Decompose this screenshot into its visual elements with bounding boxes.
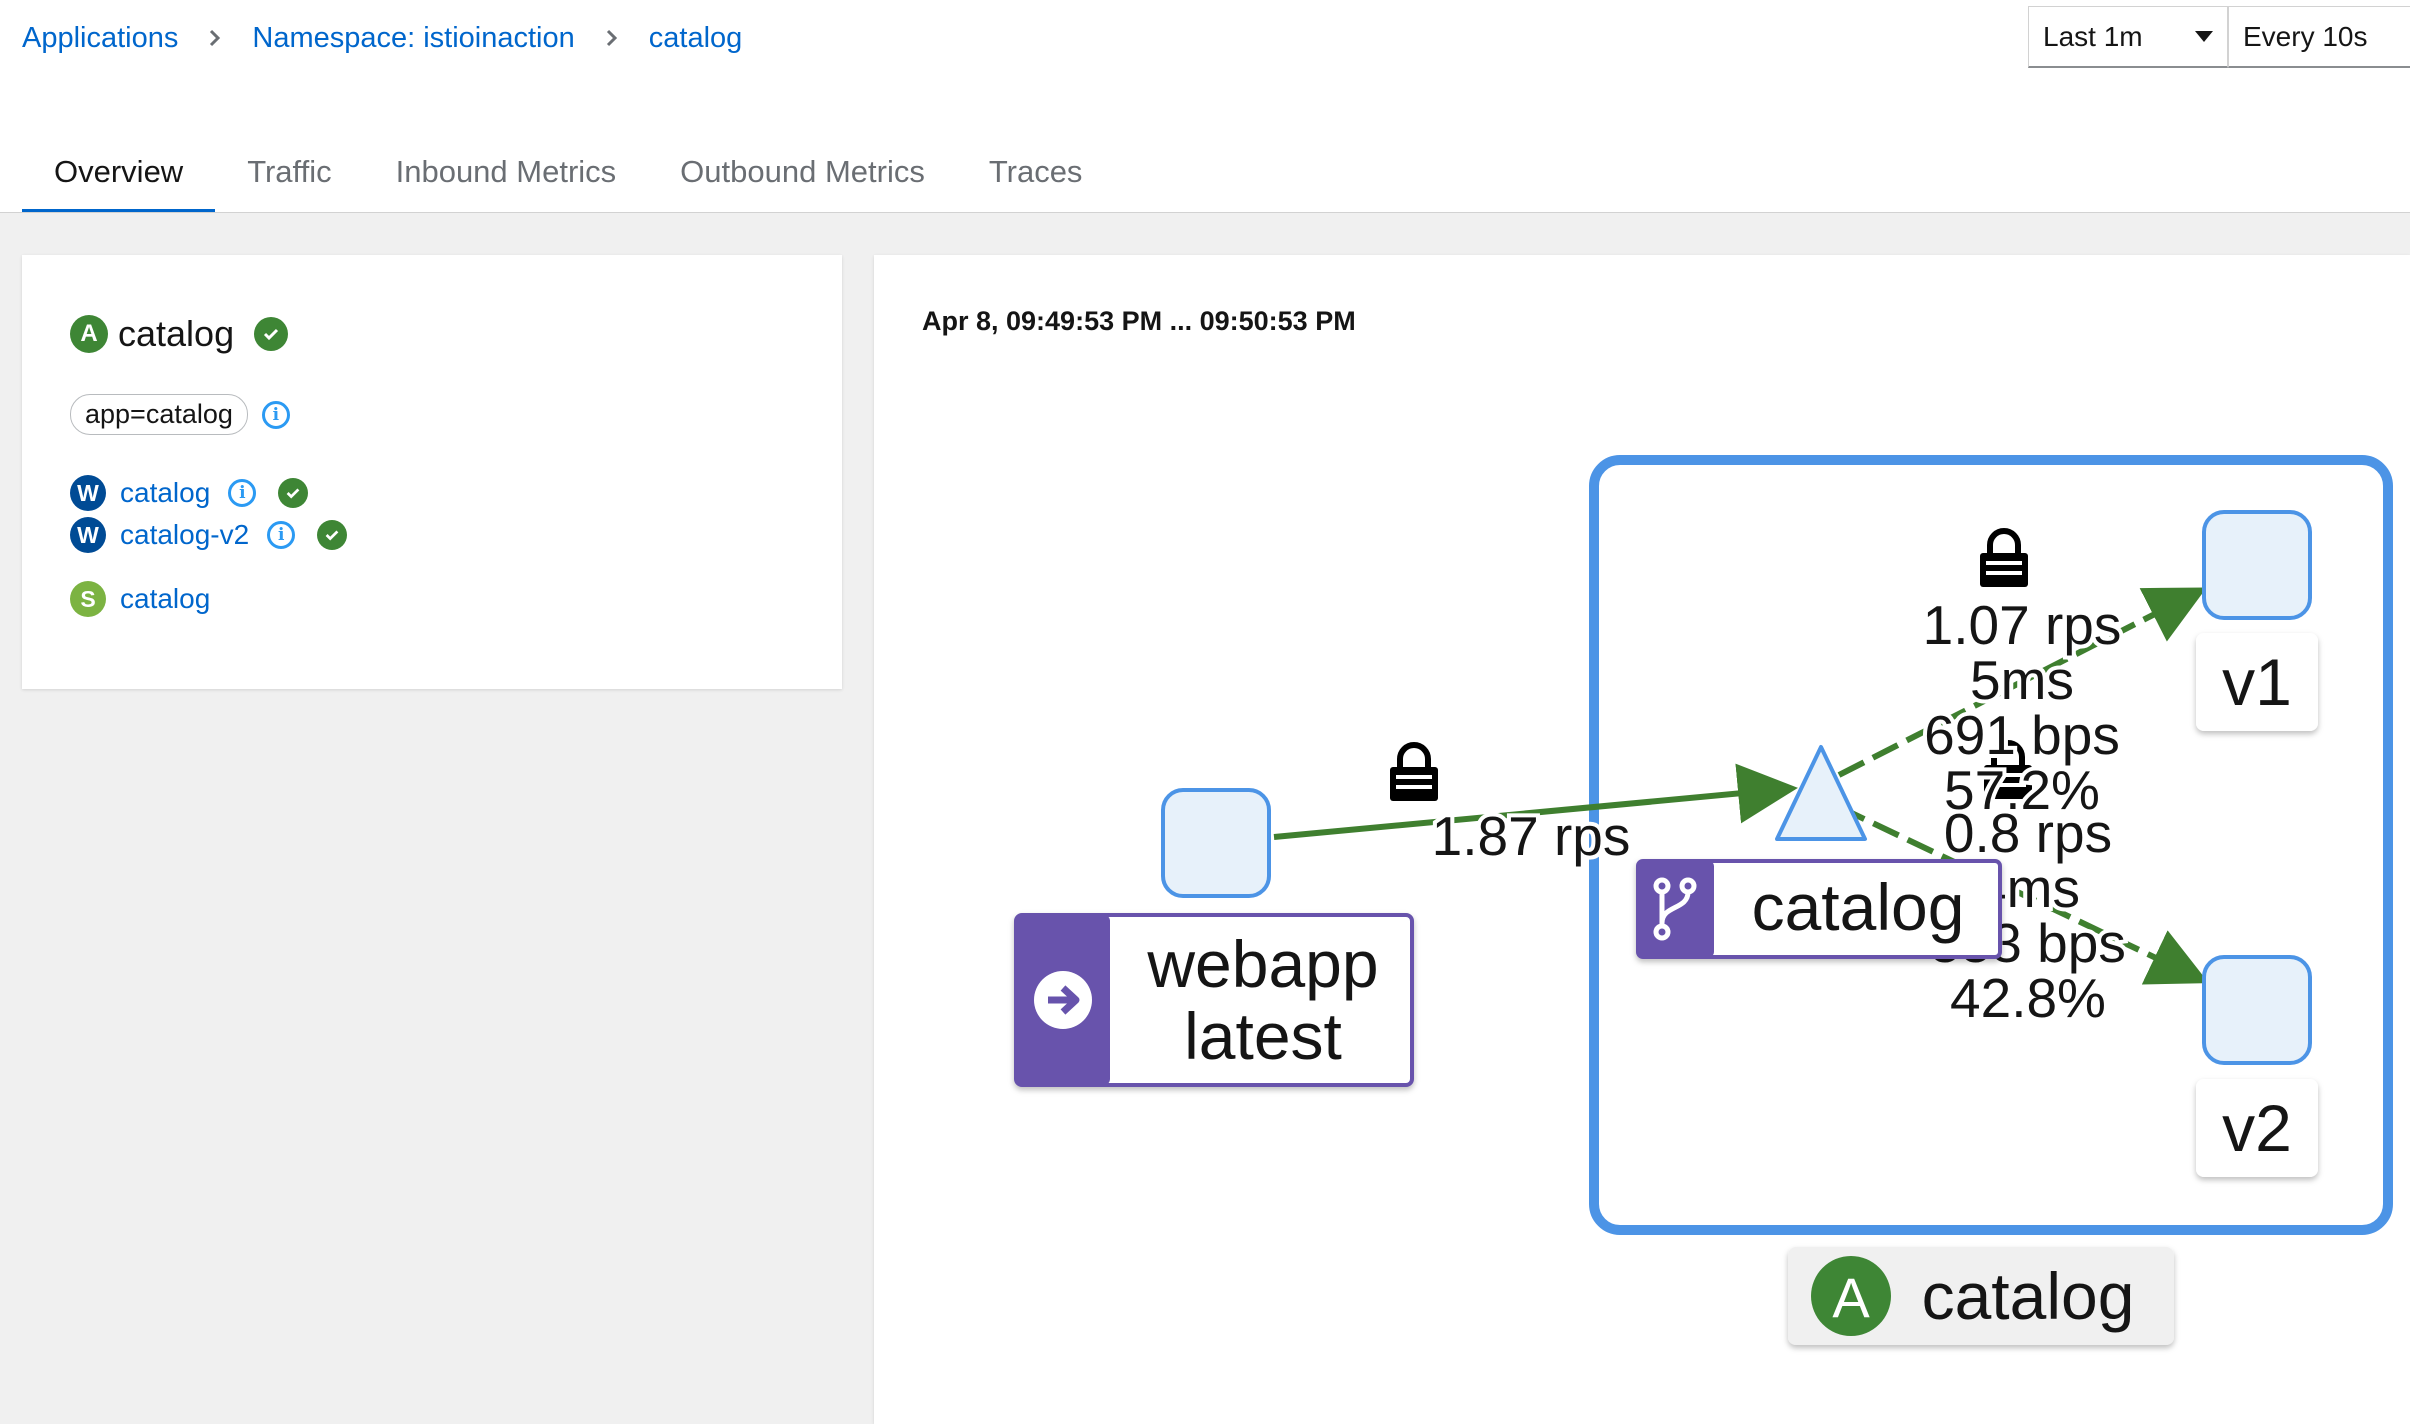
catalog-service-node[interactable] (1775, 745, 1867, 841)
info-icon[interactable]: i (261, 400, 290, 429)
workload-link[interactable]: catalog (120, 477, 211, 508)
healthy-check-icon (254, 317, 289, 351)
v1-workload-node[interactable] (2202, 510, 2312, 620)
chevron-right-icon (208, 28, 222, 48)
edge-v1-pct: 57.2% (1944, 759, 2100, 821)
tab-traffic[interactable]: Traffic (247, 154, 332, 189)
code-branch-icon (1653, 877, 1697, 941)
tab-divider (0, 212, 2410, 213)
breadcrumb-app[interactable]: catalog (648, 21, 743, 54)
workload-badge-icon: W (70, 475, 106, 511)
app-box-label[interactable] (1788, 1247, 2174, 1345)
time-range-dropdown[interactable]: Last 1m (2028, 6, 2228, 68)
app-badge-icon (1811, 1256, 1891, 1336)
app-badge-letter: A (1832, 1266, 1870, 1329)
workload-row: W catalog-v2 i (70, 517, 348, 553)
webapp-node-label[interactable] (1014, 913, 1414, 1087)
workload-link[interactable]: catalog-v2 (120, 519, 250, 550)
info-icon[interactable]: i (228, 479, 257, 507)
info-icon[interactable]: i (267, 521, 296, 549)
v2-workload-node[interactable] (2202, 955, 2312, 1065)
refresh-interval-dropdown[interactable]: Every 10s (2228, 6, 2410, 68)
app-title: A catalog (70, 313, 289, 354)
app-label-row: app=catalog i (70, 394, 290, 435)
edge-v2-rps: 0.8 rps (1944, 802, 2112, 864)
time-range-value: Last 1m (2043, 20, 2143, 52)
v2-label-box[interactable] (2196, 1079, 2318, 1177)
refresh-interval-value: Every 10s (2243, 20, 2368, 52)
edge-webapp-to-catalog[interactable] (1273, 763, 1798, 840)
tab-outbound-metrics[interactable]: Outbound Metrics (680, 154, 925, 189)
breadcrumb-namespace[interactable]: Namespace: istioinaction (252, 21, 575, 54)
edge-v1-bps: 691 bps (1924, 704, 2120, 766)
lock-icon (1390, 742, 1438, 801)
chevron-right-icon (605, 28, 619, 48)
graph-card: Apr 8, 09:49:53 PM ... 09:50:53 PM (874, 255, 2410, 1424)
edge-v2-pct: 42.8% (1950, 967, 2106, 1029)
edge-catalog-to-v2[interactable] (1837, 804, 2209, 985)
workload-row: W catalog i (70, 475, 309, 511)
catalog-service-name: catalog (1752, 870, 1965, 944)
arrow-right-circle-icon (1034, 971, 1092, 1029)
lock-icon (1984, 740, 2032, 799)
edge-catalog-to-v1[interactable] (1837, 587, 2207, 778)
tab-traces[interactable]: Traces (988, 154, 1083, 189)
service-badge-icon: S (70, 581, 106, 617)
tab-overview[interactable]: Overview (22, 140, 216, 214)
breadcrumb-applications[interactable]: Applications (22, 21, 179, 54)
v1-label-box[interactable] (2196, 633, 2318, 731)
edge-in-rps: 1.87 rps (1432, 805, 1631, 867)
webapp-name: webapp (1146, 927, 1378, 1001)
healthy-check-icon (317, 520, 348, 550)
time-controls: Last 1m Every 10s (2028, 6, 2410, 68)
edge-v1-rps: 1.07 rps (1923, 594, 2122, 656)
webapp-workload-node[interactable] (1161, 788, 1271, 898)
app-badge-icon: A (70, 315, 108, 353)
lock-icon (1980, 528, 2028, 587)
v1-label: v1 (2222, 645, 2292, 719)
app-name: catalog (118, 313, 235, 354)
graph-time-range: Apr 8, 09:49:53 PM ... 09:50:53 PM (922, 306, 1356, 336)
app-box-name: catalog (1922, 1259, 2135, 1333)
app-box[interactable] (1589, 455, 2393, 1235)
service-link[interactable]: catalog (120, 583, 211, 614)
breadcrumb: Applications Namespace: istioinaction ca… (22, 18, 742, 58)
v2-label: v2 (2222, 1091, 2292, 1165)
app-info-card: A catalog app=catalog i W catalog i W ca… (22, 255, 842, 689)
tab-bar: Overview Traffic Inbound Metrics Outboun… (22, 140, 1114, 214)
service-row: S catalog (70, 581, 210, 617)
edge-v1-latency: 5ms (1970, 649, 2074, 711)
workload-badge-icon: W (70, 517, 106, 553)
traffic-graph: 1.87 rps 1.07 rps 5ms 691 bps 57.2% 0.8 … (1014, 455, 2393, 1345)
tab-inbound-metrics[interactable]: Inbound Metrics (395, 154, 617, 189)
webapp-version: latest (1184, 999, 1342, 1073)
app-label-chip: app=catalog (70, 394, 248, 435)
caret-down-icon (2195, 31, 2213, 42)
healthy-check-icon (278, 478, 309, 508)
